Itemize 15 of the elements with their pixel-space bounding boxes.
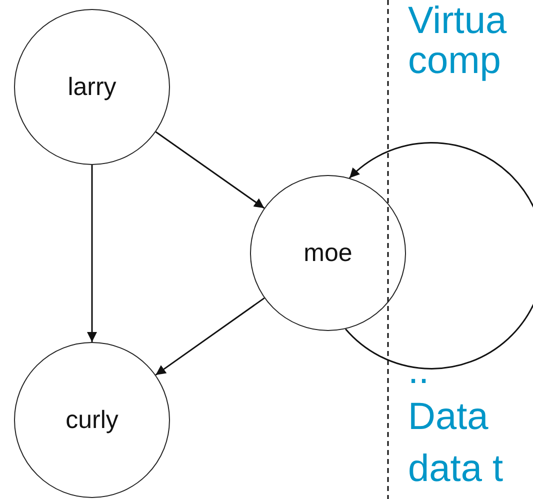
node-circle bbox=[250, 175, 406, 331]
node-label: larry bbox=[68, 72, 116, 102]
node-circle bbox=[14, 342, 170, 498]
text-fragment: Data bbox=[408, 398, 488, 436]
arrow bbox=[87, 165, 97, 342]
arrow bbox=[155, 131, 265, 209]
node-circle bbox=[14, 9, 170, 165]
text-fragment: comp bbox=[408, 42, 501, 80]
node-label: moe bbox=[304, 238, 352, 268]
arrow bbox=[345, 142, 533, 370]
text-fragment: Virtua bbox=[408, 2, 507, 40]
node-label: curly bbox=[66, 406, 118, 434]
text-fragment: data t bbox=[408, 450, 504, 488]
arrow bbox=[155, 297, 265, 376]
text-fragment: .. bbox=[408, 352, 430, 390]
